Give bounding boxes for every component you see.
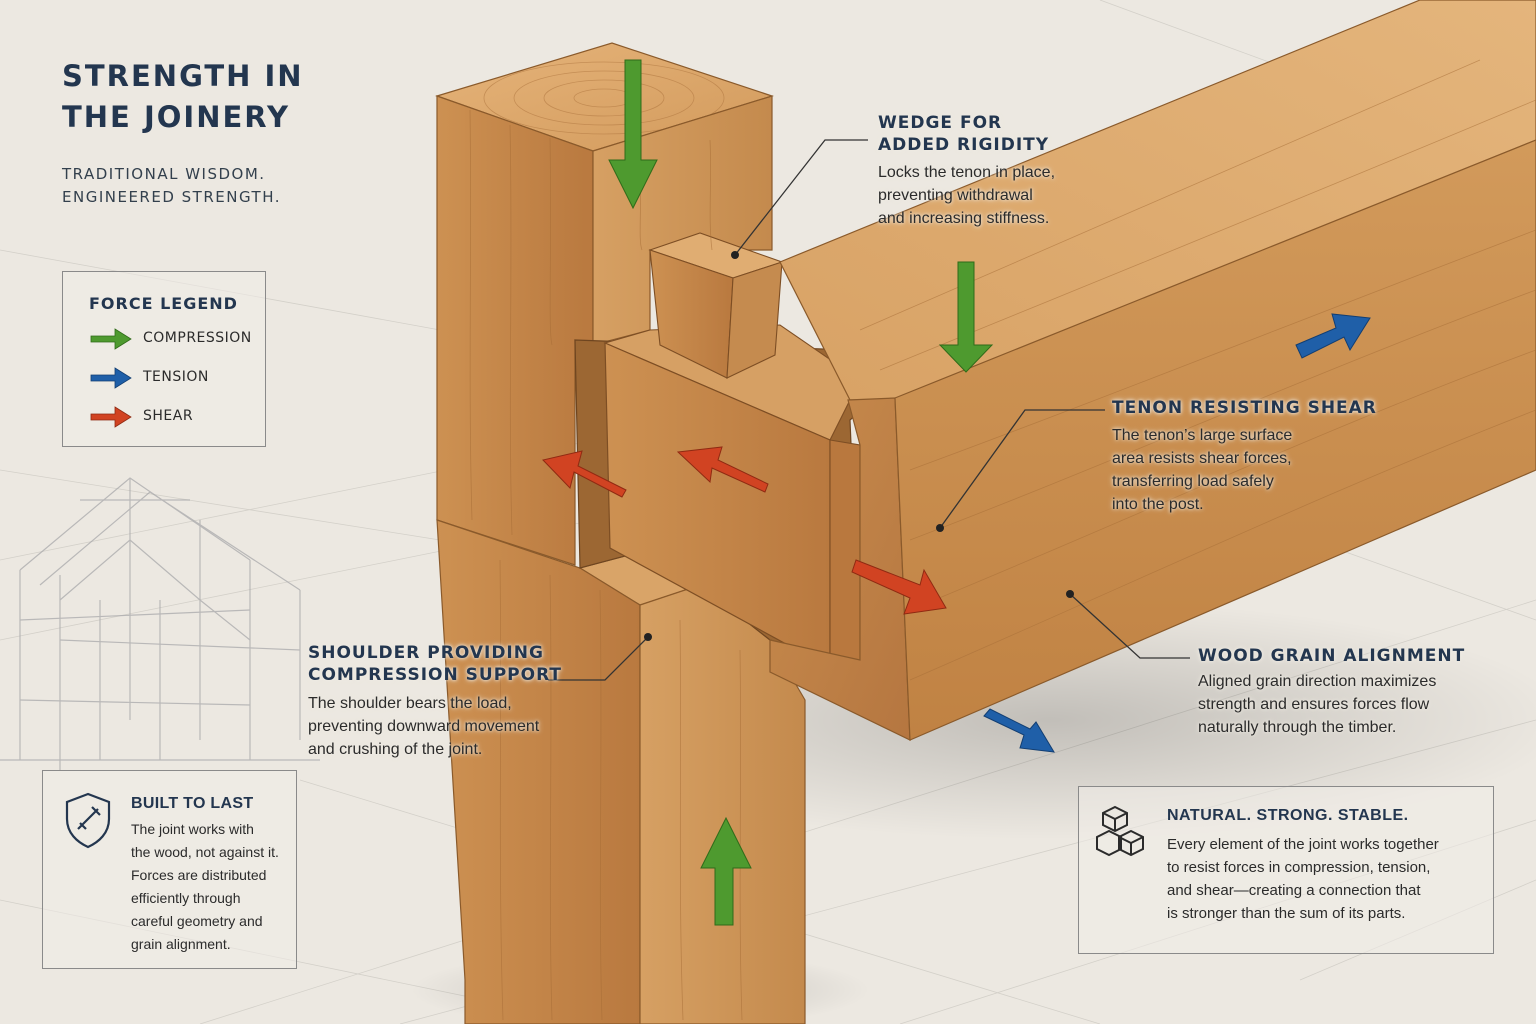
grain-body-line: strength and ensures forces flow [1198,696,1430,713]
wedge-title-line-2: ADDED RIGIDITY [878,135,1050,155]
tenon [603,324,861,670]
tenon-callout-title: TENON RESISTING SHEAR [1112,398,1377,418]
grain-body-line: Aligned grain direction maximizes [1198,673,1437,690]
built-body-line: the wood, not against it. [131,844,279,860]
built-to-last-body: The joint works with the wood, not again… [131,818,291,956]
built-body-line: efficiently through [131,890,241,906]
legend-title: FORCE LEGEND [89,294,238,313]
built-body-line: grain alignment. [131,936,231,952]
green-arrow-icon [90,328,132,350]
tenon-leader [939,409,1105,529]
tagline: TRADITIONAL WISDOM. ENGINEERED STRENGTH. [62,163,362,209]
grain-callout-body: Aligned grain direction maximizes streng… [1198,670,1488,739]
shear-arrow-tenon [676,446,769,493]
tenon-body-line: The tenon’s large surface [1112,427,1293,444]
natural-body-line: and shear—creating a connection that [1167,882,1421,899]
grain-body-line: naturally through the timber. [1198,719,1397,736]
tagline-line-2: ENGINEERED STRENGTH. [62,188,281,206]
post-lower [436,519,806,1024]
wedge-title-line-1: WEDGE FOR [878,113,1003,133]
page-title: STRENGTH IN THE JOINERY [62,56,362,138]
grain-leader [1069,593,1190,659]
shoulder-title-line-1: SHOULDER PROVIDING [308,643,544,663]
shoulder-callout-title: SHOULDER PROVIDING COMPRESSION SUPPORT [308,642,562,686]
post-lower-front [436,519,641,1024]
leader-dots [644,251,1074,641]
shield-icon [65,792,111,849]
compression-arrow-bottom [700,816,752,926]
shoulder-callout-body: The shoulder bears the load, preventing … [308,692,568,761]
natural-body-line: to resist forces in compression, tension… [1167,859,1431,876]
compression-arrow-top [608,59,658,210]
built-body-line: careful geometry and [131,913,263,929]
title-line-2: THE JOINERY [62,100,291,134]
tension-arrow-bottom [983,708,1055,753]
grain-callout-title: WOOD GRAIN ALIGNMENT [1198,646,1466,666]
tenon-callout-body: The tenon’s large surface area resists s… [1112,424,1352,516]
tension-arrow-top [1295,313,1371,359]
natural-body-line: is stronger than the sum of its parts. [1167,905,1406,922]
natural-body-line: Every element of the joint works togethe… [1167,836,1439,853]
red-arrow-icon [90,406,132,428]
blue-arrow-icon [90,367,132,389]
compression-arrow-beam [938,261,994,373]
leader-lines [548,139,1190,681]
natural-title: NATURAL. STRONG. STABLE. [1167,807,1409,824]
beam [769,0,1536,741]
post-grain [469,109,743,1021]
tenon-end [829,439,861,669]
wedge-leader [734,139,868,256]
wedge-body-line: preventing withdrawal [878,187,1033,204]
wedge-body-line: and increasing stiffness. [878,210,1050,227]
wedge-side [726,261,783,379]
shoulder-body-line: and crushing of the joint. [308,741,483,758]
built-to-last-panel: BUILT TO LAST The joint works with the w… [42,770,297,969]
wedge-body-line: Locks the tenon in place, [878,164,1056,181]
natural-body: Every element of the joint works togethe… [1167,833,1487,925]
shear-arrow-right [851,559,947,615]
timber-frame-sketch [0,477,320,770]
legend-label-shear: SHEAR [143,408,194,424]
beam-side-face [894,139,1536,741]
shoulder-body-line: The shoulder bears the load, [308,695,512,712]
built-body-line: The joint works with [131,821,254,837]
built-to-last-title: BUILT TO LAST [131,795,254,812]
title-line-1: STRENGTH IN [62,59,304,93]
tenon-body-line: transferring load safely [1112,473,1274,490]
wedge [648,232,784,379]
natural-strong-stable-panel: NATURAL. STRONG. STABLE. Every element o… [1078,786,1494,954]
post-front-face [436,95,594,566]
wedge-callout-title: WEDGE FOR ADDED RIGIDITY [878,112,1049,156]
shoulder-title-line-2: COMPRESSION SUPPORT [308,665,562,685]
force-legend: FORCE LEGEND COMPRESSION TENSION SHEAR [62,271,266,447]
shear-arrow-left [542,450,627,498]
shoulder-leader [548,636,649,681]
tenon-body-line: area resists shear forces, [1112,450,1292,467]
legend-label-compression: COMPRESSION [143,330,252,346]
built-body-line: Forces are distributed [131,867,267,883]
cubes-icon [1096,805,1144,857]
legend-label-tension: TENSION [143,369,209,385]
shoulder-body-line: preventing downward movement [308,718,540,735]
tenon-body-line: into the post. [1112,496,1204,513]
tagline-line-1: TRADITIONAL WISDOM. [62,165,266,183]
wedge-callout-body: Locks the tenon in place, preventing wit… [878,161,1118,230]
